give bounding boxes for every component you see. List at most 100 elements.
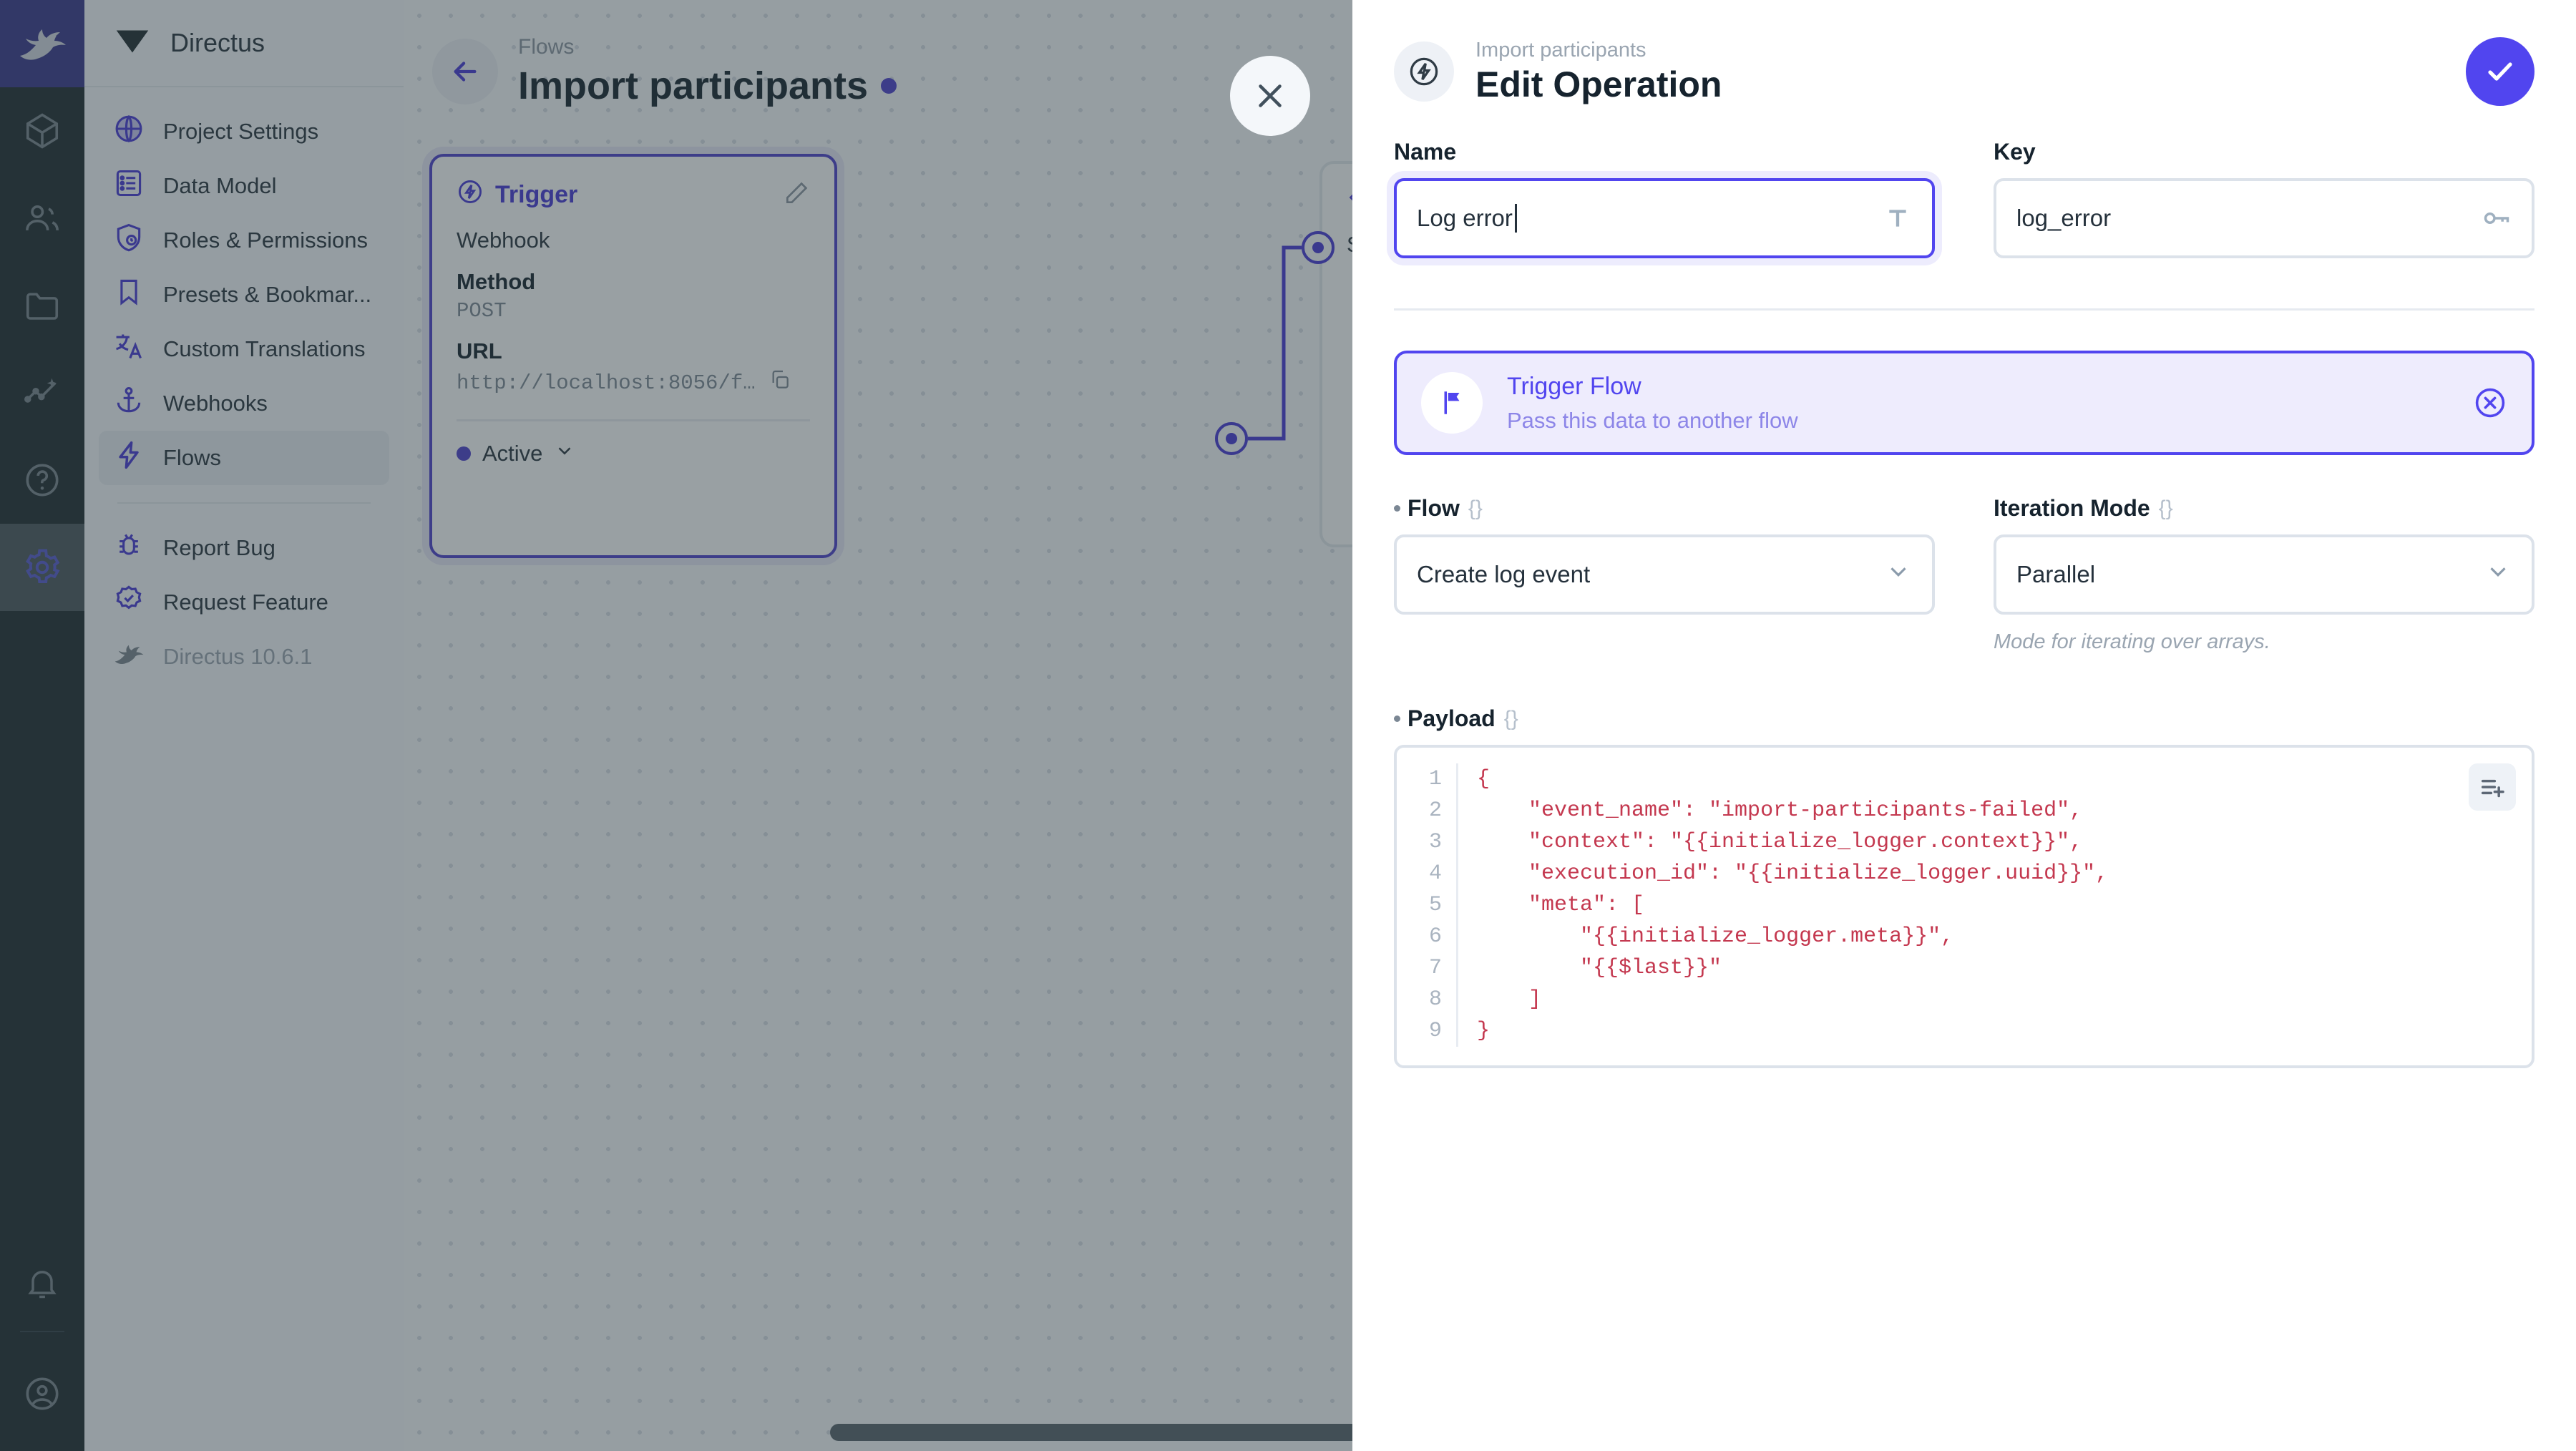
node-title: Trigger [457,178,577,212]
payload-code-editor[interactable]: 1 2 3 4 5 6 7 8 9 { "event_name": "impor… [1394,745,2534,1068]
users-module[interactable] [0,175,84,262]
directus-rabbit-logo[interactable] [0,0,84,87]
translate-icon [113,331,145,368]
node-status-label: Active [482,441,543,466]
flow-title-text: Import participants [518,64,869,107]
flow-select[interactable]: Create log event [1394,534,1935,615]
bolt-circle-icon [1394,41,1454,102]
key-input-value: log_error [2016,205,2112,231]
flow-label: Flow {} [1394,495,1935,522]
flow-label-text: Flow [1407,495,1460,521]
edit-operation-drawer: Import participants Edit Operation Name … [1352,0,2576,1451]
insert-variable-icon[interactable] [2469,763,2516,811]
flag-icon [1421,372,1483,434]
iteration-mode-hint: Mode for iterating over arrays. [1994,630,2270,653]
notifications[interactable] [0,1239,84,1327]
node-title-text: Trigger [495,181,578,208]
chevron-down-icon [1885,558,1912,591]
payload-label: Payload {} [1394,705,2534,732]
node-port-resolve[interactable] [1215,422,1248,455]
settings-module[interactable] [0,524,84,611]
edit-pencil-icon[interactable] [783,180,810,210]
bolt-icon [113,439,145,477]
name-label: Name [1394,139,1457,165]
verified-icon [113,584,145,621]
name-input-value: Log error [1417,205,1513,231]
iteration-mode-label: Iteration Mode {} [1994,495,2534,522]
user-account[interactable] [0,1337,84,1451]
name-input[interactable]: Log error [1394,178,1935,258]
sidebar-item-roles-permissions[interactable]: Roles & Permissions [99,213,389,268]
flow-select-value: Create log event [1417,561,1591,587]
sidebar-item-project-settings[interactable]: Project Settings [99,104,389,159]
node-status-dropdown[interactable]: Active [457,419,810,467]
breadcrumb[interactable]: Flows [518,35,575,59]
sidebar-item-webhooks[interactable]: Webhooks [99,376,389,431]
directus-version: Directus 10.6.1 [99,630,389,684]
iteration-mode-field-group: Iteration Mode {} Parallel Mode for iter… [1994,495,2534,654]
nav-header: Directus [84,0,404,87]
bookmark-icon [113,276,145,313]
page-title: Import participants [518,64,897,108]
back-button[interactable] [432,39,498,104]
status-dot [457,446,471,461]
section-divider [1394,308,2534,311]
status-badge [881,78,897,94]
node-field-label: URL [457,338,502,363]
admin-shield-icon [113,222,145,259]
save-button[interactable] [2466,37,2534,106]
payload-code-text[interactable]: { "event_name": "import-participants-fai… [1477,767,2109,1043]
payload-field-group: Payload {} 1 2 3 4 [1394,705,2534,1068]
node-field-value: POST [457,299,507,323]
bolt-circle-icon [457,178,484,212]
drawer-header: Import participants Edit Operation [1352,0,2576,106]
iteration-mode-select[interactable]: Parallel [1994,534,2534,615]
anchor-icon [113,385,145,422]
braces-icon: {} [1468,496,1483,520]
close-drawer-button[interactable] [1230,56,1310,136]
nav-divider [117,502,371,504]
flow-node-trigger[interactable]: Trigger Webhook Method POST URL ht [429,154,837,558]
directus-wordmark-icon [113,27,152,59]
flow-field-group: Flow {} Create log event [1394,495,1935,654]
sidebar-item-custom-translations[interactable]: Custom Translations [99,322,389,376]
operation-type-subtitle: Pass this data to another flow [1507,407,1798,433]
content-module[interactable] [0,87,84,175]
settings-nav-panel: Directus Project Settings [84,0,404,1451]
project-name: Directus [170,28,265,57]
operation-type-title: Trigger Flow [1507,372,1641,400]
drawer-breadcrumb: Import participants [1475,38,1646,62]
drawer-body: Name Log error Key log_error [1352,106,2576,1068]
sidebar-item-flows[interactable]: Flows [99,431,389,485]
key-icon [2480,202,2512,234]
sidebar-item-presets-bookmarks[interactable]: Presets & Bookmar... [99,268,389,322]
sidebar-item-data-model[interactable]: Data Model [99,159,389,213]
name-field-group: Name Log error [1394,139,1935,258]
node-port-input[interactable] [1302,231,1335,264]
drawer-title: Edit Operation [1475,64,1722,104]
operation-type-card[interactable]: Trigger Flow Pass this data to another f… [1394,351,2534,455]
text-format-icon [1883,204,1912,233]
key-field-group: Key log_error [1994,139,2534,258]
node-subtitle: Webhook [457,228,550,253]
help-module[interactable] [0,436,84,524]
key-input[interactable]: log_error [1994,178,2534,258]
module-rail [0,0,84,1451]
sidebar-item-request-feature[interactable]: Request Feature [99,575,389,630]
key-label: Key [1994,139,2036,165]
list-alt-icon [113,167,145,205]
code-line-numbers: 1 2 3 4 5 6 7 8 9 [1397,763,1458,1047]
sidebar-item-report-bug[interactable]: Report Bug [99,521,389,575]
node-field-value: http://localhost:8056/f… [457,371,756,395]
flow-header: Flows Import participants [404,0,2576,143]
node-field-label: Method [457,269,536,294]
public-globe-icon [113,113,145,150]
braces-icon: {} [2158,496,2173,520]
copy-icon[interactable] [769,368,791,398]
files-module[interactable] [0,262,84,349]
text-cursor [1514,204,1517,233]
iteration-mode-value: Parallel [2016,561,2096,587]
insights-module[interactable] [0,349,84,436]
bug-report-icon [113,529,145,567]
close-circle-icon[interactable] [2473,386,2507,420]
